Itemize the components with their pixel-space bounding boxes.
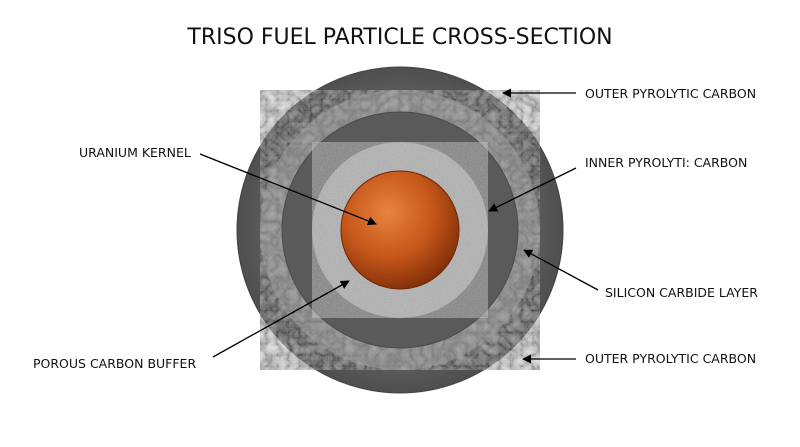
- labels: OUTER PYROLYTIC CARBON INNER PYROLYTI: C…: [33, 86, 758, 371]
- leader-inner-pyrolytic: [488, 167, 577, 212]
- leader-porous-buffer: [212, 280, 350, 358]
- leader-silicon-carbide: [523, 249, 599, 291]
- label-outer-pyrolytic-top: OUTER PYROLYTIC CARBON: [585, 86, 756, 101]
- uranium-kernel: [340, 170, 460, 290]
- diagram-title: TRISO FUEL PARTICLE CROSS-SECTION: [186, 25, 612, 50]
- label-inner-pyrolytic: INNER PYROLYTI: CARBON: [585, 155, 747, 170]
- leader-lines: [199, 88, 599, 364]
- leader-uranium-kernel: [199, 153, 377, 226]
- label-outer-pyrolytic-bottom: OUTER PYROLYTIC CARBON: [585, 351, 756, 366]
- particle-layers: [236, 66, 564, 394]
- label-uranium-kernel: URANIUM KERNEL: [79, 145, 191, 160]
- label-porous-buffer: POROUS CARBON BUFFER: [33, 356, 196, 371]
- label-silicon-carbide: SILICON CARBIDE LAYER: [605, 285, 758, 300]
